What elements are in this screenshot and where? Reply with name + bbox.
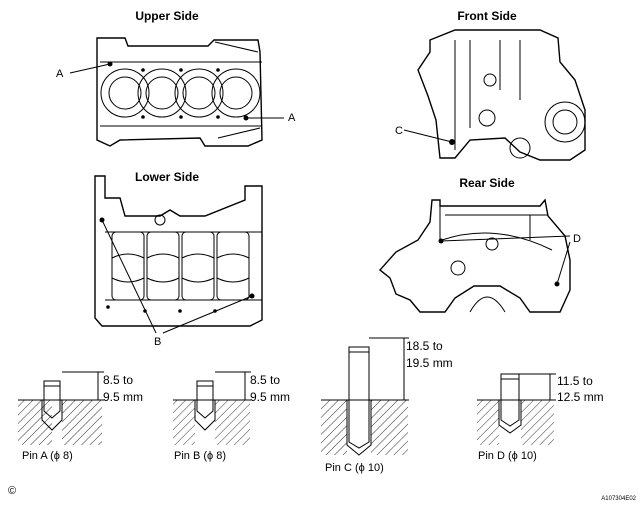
rear-side-title: Rear Side: [459, 176, 515, 190]
pin-a-dim-top: 8.5 to: [103, 373, 133, 387]
pin-d-diagram: [477, 373, 556, 445]
upper-side-title: Upper Side: [135, 9, 199, 23]
pin-a-dim-bottom: 9.5 mm: [103, 390, 143, 404]
pin-c-dim-bottom: 19.5 mm: [406, 356, 453, 370]
pin-a-diagram: [18, 371, 104, 445]
front-side-block-drawing: [403, 29, 586, 161]
pin-d-dim-bottom: 12.5 mm: [557, 390, 604, 404]
pin-b-dim-top: 8.5 to: [250, 373, 280, 387]
pin-d-dim-top: 11.5 to: [557, 374, 593, 388]
rear-side-block-drawing: [378, 198, 571, 313]
callout-d: D: [573, 233, 581, 245]
pin-c-label: Pin C (ϕ 10): [325, 462, 384, 474]
callout-c: C: [395, 125, 403, 137]
front-side-title: Front Side: [457, 9, 517, 23]
pin-b-label: Pin B (ϕ 8): [174, 450, 226, 462]
lower-side-block-drawing: [94, 175, 263, 334]
upper-side-block-drawing: [69, 37, 284, 147]
pin-c-diagram: [321, 337, 409, 456]
callout-a-right: A: [288, 112, 296, 124]
pin-b-dim-bottom: 9.5 mm: [250, 390, 290, 404]
callout-a-left: A: [56, 68, 64, 80]
pin-d-label: Pin D (ϕ 10): [478, 450, 537, 462]
pin-b-diagram: [173, 371, 251, 445]
pin-c-dim-top: 18.5 to: [406, 339, 443, 353]
footer-mark: ©: [8, 485, 16, 497]
figure-code: A107304E02: [601, 496, 636, 502]
pin-a-label: Pin A (ϕ 8): [22, 450, 73, 462]
callout-b: B: [154, 336, 161, 348]
lower-side-title: Lower Side: [135, 170, 199, 184]
